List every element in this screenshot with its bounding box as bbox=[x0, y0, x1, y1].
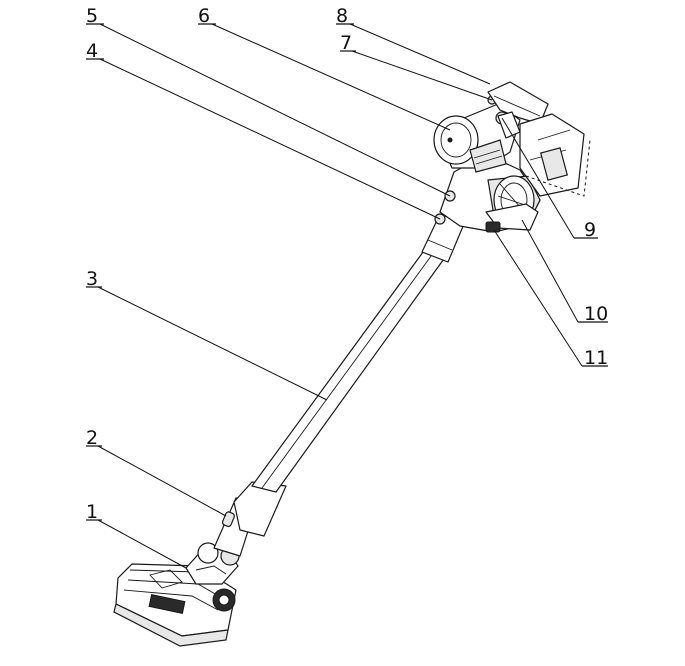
callout-9: 9 bbox=[584, 219, 596, 241]
leader-lines bbox=[86, 23, 608, 569]
extension-tube bbox=[251, 247, 447, 493]
callout-7: 7 bbox=[340, 32, 352, 54]
callout-6: 6 bbox=[198, 5, 210, 27]
callout-11: 11 bbox=[584, 347, 608, 369]
main-body bbox=[439, 153, 541, 233]
lower-tube-connector bbox=[213, 481, 287, 557]
callout-5: 5 bbox=[86, 5, 98, 27]
callout-2: 2 bbox=[86, 427, 98, 449]
callout-8: 8 bbox=[336, 5, 348, 27]
callout-3: 3 bbox=[86, 268, 98, 290]
battery-pack bbox=[519, 113, 591, 197]
callout-4: 4 bbox=[86, 40, 98, 62]
callout-labels: 1 2 3 4 5 6 7 8 9 10 11 bbox=[86, 5, 608, 523]
callout-1: 1 bbox=[86, 501, 98, 523]
callout-10: 10 bbox=[584, 303, 608, 325]
